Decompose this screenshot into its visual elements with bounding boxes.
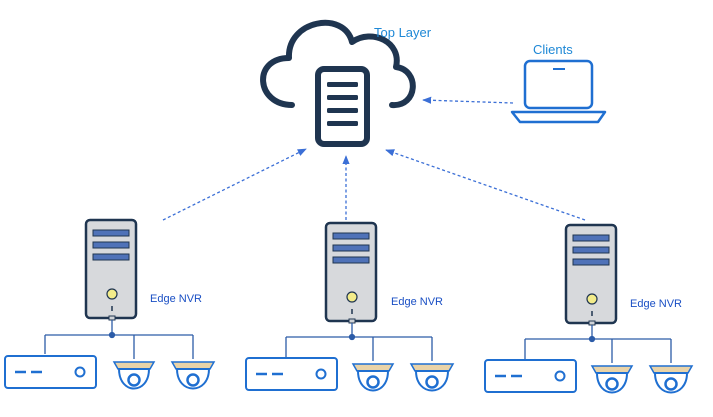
network-lines	[524, 325, 672, 363]
clients-node: Clients	[510, 42, 607, 124]
recorder-box-icon	[245, 357, 338, 391]
dome-camera-icon	[112, 361, 156, 390]
top-layer-node: Top Layer	[260, 19, 432, 147]
connection-arrows	[162, 96, 586, 221]
dome-camera-icon	[648, 365, 694, 394]
dome-camera-icon	[590, 365, 634, 394]
dome-camera-icon	[409, 363, 455, 392]
top-layer-label: Top Layer	[374, 25, 432, 40]
clients-label: Clients	[533, 42, 573, 57]
recorder-box-icon	[4, 355, 97, 389]
edge-nvr-label: Edge NVR	[150, 293, 202, 305]
arrow-edge1-to-top	[162, 148, 307, 221]
server-icon	[315, 66, 370, 147]
arrow-edge3-to-top	[385, 149, 586, 221]
dome-camera-icon	[170, 361, 216, 390]
edge-group-3: Edge NVR	[484, 223, 694, 394]
nvr-tower-icon	[324, 221, 378, 324]
nvr-tower-icon	[564, 223, 618, 326]
network-lines	[44, 320, 194, 359]
dome-camera-icon	[351, 363, 395, 392]
edge-group-1: Edge NVR	[4, 218, 216, 390]
cloud-icon	[260, 19, 416, 108]
network-lines	[285, 323, 433, 361]
laptop-icon	[510, 59, 607, 124]
nvr-tower-icon	[84, 218, 138, 321]
edge-group-2: Edge NVR	[245, 221, 455, 392]
edge-nvr-label: Edge NVR	[391, 296, 443, 308]
recorder-box-icon	[484, 359, 577, 393]
edge-nvr-label: Edge NVR	[630, 298, 682, 310]
arrow-clients-to-top	[422, 96, 514, 104]
